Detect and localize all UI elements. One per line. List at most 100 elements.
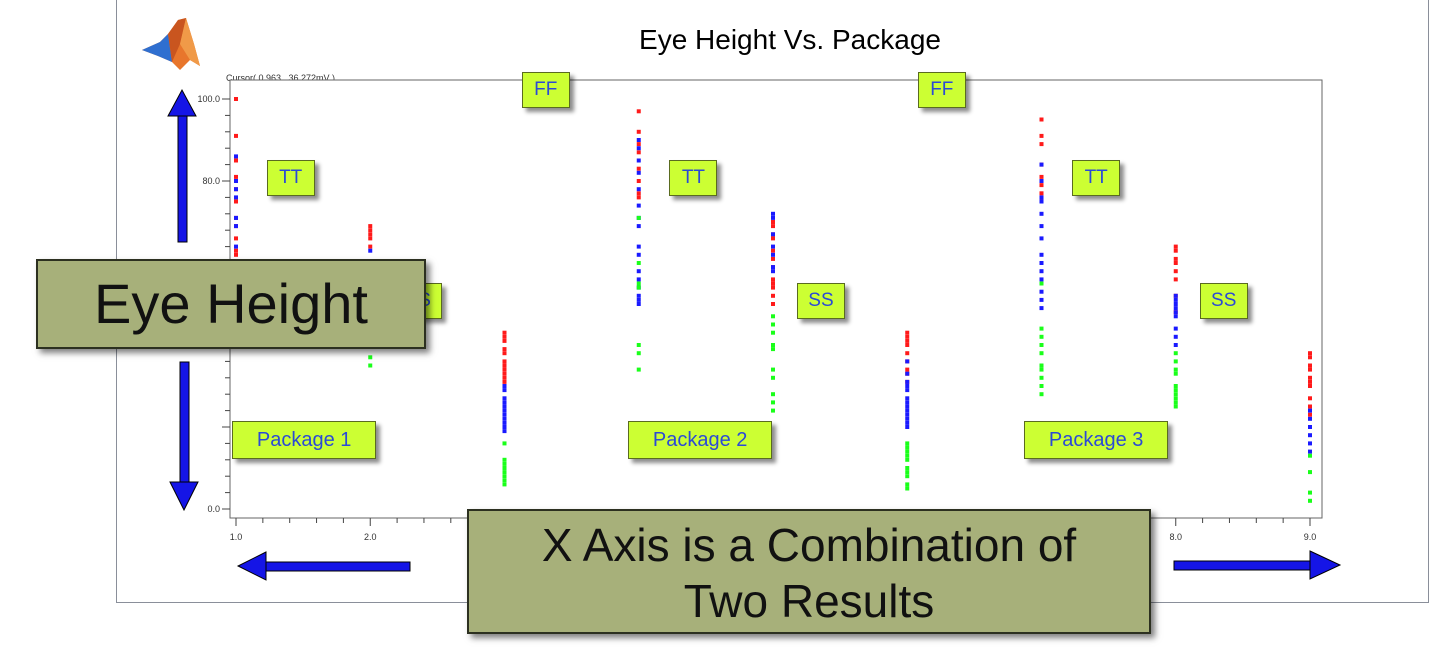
- data-point-red: [234, 199, 238, 204]
- x-tick-label: 2.0: [364, 532, 377, 542]
- data-point-blue: [636, 138, 641, 142]
- data-point-red: [234, 248, 238, 253]
- data-point-red: [1308, 355, 1312, 360]
- data-point-blue: [636, 302, 641, 306]
- data-point-red: [1308, 379, 1312, 384]
- data-point-red: [1308, 367, 1312, 372]
- data-point-green: [502, 478, 507, 483]
- data-point-blue: [636, 146, 641, 151]
- data-point-red: [1039, 174, 1044, 179]
- x-axis-callout-line2: Two Results: [683, 575, 935, 627]
- data-point-green: [1308, 453, 1312, 458]
- data-point-blue: [1308, 408, 1312, 413]
- data-point-red: [1039, 117, 1044, 122]
- data-point-blue: [1039, 289, 1044, 294]
- data-point-blue: [905, 396, 910, 401]
- data-point-green: [1308, 498, 1312, 503]
- data-point-blue: [234, 224, 238, 229]
- data-point-green: [1039, 384, 1044, 388]
- data-point-blue: [905, 416, 910, 421]
- data-point-blue: [905, 379, 910, 384]
- data-point-blue: [905, 425, 910, 429]
- data-point-green: [905, 482, 910, 487]
- data-point-red: [905, 367, 910, 372]
- data-point-green: [1039, 326, 1044, 331]
- data-point-blue: [636, 203, 641, 208]
- data-point-red: [636, 191, 641, 196]
- data-point-blue: [905, 412, 910, 417]
- corner-tag-tt: TT: [1072, 159, 1121, 196]
- data-point-red: [1173, 256, 1178, 261]
- data-point-red: [502, 330, 507, 335]
- data-point-green: [1173, 396, 1178, 401]
- data-point-green: [502, 457, 507, 462]
- data-point-green: [1308, 490, 1312, 495]
- data-point-red: [771, 302, 775, 306]
- data-point-blue: [636, 244, 641, 249]
- data-point-blue: [1173, 293, 1178, 298]
- data-point-green: [636, 281, 641, 286]
- data-point-green: [1173, 359, 1178, 364]
- data-point-green: [905, 453, 910, 458]
- data-point-blue: [502, 429, 507, 434]
- data-point-blue: [905, 384, 910, 388]
- data-point-red: [771, 224, 775, 229]
- data-point-red: [1039, 191, 1044, 196]
- right-arrow-head: [1309, 550, 1342, 580]
- data-point-blue: [1308, 425, 1312, 429]
- data-point-red: [1173, 244, 1178, 249]
- data-point-red: [234, 158, 238, 163]
- data-point-green: [771, 314, 775, 319]
- data-point-green: [905, 441, 910, 446]
- data-point-blue: [502, 412, 507, 417]
- data-point-blue: [502, 404, 507, 409]
- data-point-blue: [1173, 310, 1178, 315]
- data-point-red: [1039, 133, 1044, 138]
- data-point-red: [636, 179, 641, 183]
- data-point-blue: [1039, 297, 1044, 302]
- data-point-green: [1173, 388, 1178, 393]
- up-arrow-head: [167, 88, 197, 117]
- data-point-red: [771, 248, 775, 253]
- data-point-blue: [502, 400, 507, 405]
- data-point-red: [636, 142, 641, 147]
- data-point-red: [1308, 363, 1312, 368]
- data-point-green: [1039, 334, 1044, 339]
- data-point-red: [368, 224, 373, 229]
- data-point-red: [771, 285, 775, 290]
- data-point-green: [771, 392, 775, 397]
- data-point-green: [905, 474, 910, 479]
- data-point-red: [1308, 396, 1312, 401]
- data-point-blue: [1308, 433, 1312, 438]
- data-point-green: [368, 355, 373, 360]
- data-point-blue: [1039, 277, 1044, 282]
- data-point-red: [1308, 375, 1312, 380]
- data-point-blue: [1308, 449, 1312, 454]
- data-point-red: [905, 351, 910, 356]
- data-point-green: [1173, 351, 1178, 356]
- data-point-red: [636, 166, 641, 171]
- data-point-green: [1173, 367, 1178, 372]
- data-point-blue: [636, 224, 641, 229]
- data-point-red: [1039, 183, 1044, 188]
- data-point-green: [905, 466, 910, 470]
- data-point-blue: [905, 408, 910, 413]
- data-point-blue: [771, 232, 775, 237]
- data-point-blue: [1039, 224, 1044, 229]
- corner-tag-ff: FF: [521, 71, 570, 108]
- data-point-green: [502, 482, 507, 487]
- data-point-blue: [1173, 306, 1178, 311]
- data-point-green: [636, 261, 641, 265]
- corner-tag-ff: FF: [917, 71, 966, 108]
- data-point-blue: [1039, 199, 1044, 204]
- data-point-blue: [636, 277, 641, 282]
- data-point-blue: [234, 187, 238, 192]
- data-point-red: [771, 277, 775, 282]
- data-point-red: [502, 338, 507, 343]
- data-point-blue: [636, 297, 641, 302]
- data-point-green: [905, 486, 910, 491]
- data-point-green: [636, 351, 641, 356]
- data-point-blue: [905, 404, 910, 409]
- data-point-red: [234, 236, 238, 241]
- data-point-red: [502, 334, 507, 339]
